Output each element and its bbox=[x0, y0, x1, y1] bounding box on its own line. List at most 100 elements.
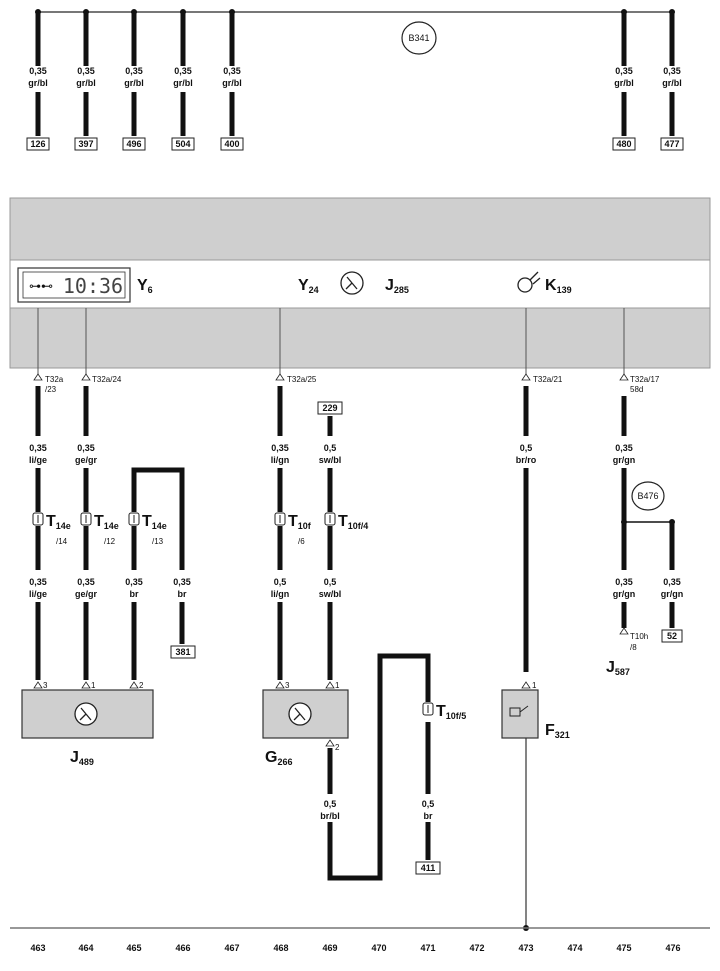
svg-text:0,35: 0,35 bbox=[271, 443, 289, 453]
svg-text:/13: /13 bbox=[152, 537, 164, 546]
svg-text:br: br bbox=[130, 589, 139, 599]
speed-gauge-icon bbox=[340, 271, 364, 295]
svg-text:gr/bl: gr/bl bbox=[173, 78, 193, 88]
svg-text:T32a/24: T32a/24 bbox=[92, 375, 122, 384]
top-wire-7: 0,35 gr/bl 477 bbox=[660, 9, 684, 151]
svg-text:T32a: T32a bbox=[45, 375, 64, 384]
svg-text:T10f/5: T10f/5 bbox=[436, 703, 466, 721]
warning-lamp-icon bbox=[517, 271, 541, 293]
svg-text:1: 1 bbox=[91, 681, 96, 690]
svg-text:0,35: 0,35 bbox=[615, 577, 633, 587]
top-wire-4: 0,35 gr/bl 504 bbox=[171, 9, 195, 151]
top-wire-1: 0,35 gr/bl 126 bbox=[26, 9, 50, 151]
svg-text:1: 1 bbox=[335, 681, 340, 690]
svg-text:T14e: T14e bbox=[46, 513, 71, 531]
svg-text:B476: B476 bbox=[637, 491, 658, 501]
svg-text:gr/bl: gr/bl bbox=[614, 78, 634, 88]
svg-text:58d: 58d bbox=[630, 385, 643, 394]
svg-text:T10f: T10f bbox=[288, 513, 312, 531]
svg-text:504: 504 bbox=[175, 139, 190, 149]
svg-text:0,35: 0,35 bbox=[223, 66, 241, 76]
wire-loop bbox=[327, 653, 431, 881]
svg-text:gr/bl: gr/bl bbox=[124, 78, 144, 88]
svg-text:br/bl: br/bl bbox=[320, 811, 340, 821]
svg-text:/12: /12 bbox=[104, 537, 116, 546]
svg-text:T10h: T10h bbox=[630, 632, 648, 641]
svg-text:T32a/21: T32a/21 bbox=[533, 375, 563, 384]
svg-text:0,35: 0,35 bbox=[173, 577, 191, 587]
label-k139: K139 bbox=[545, 277, 572, 295]
svg-text:sw/bl: sw/bl bbox=[319, 589, 342, 599]
label-g266: G266 bbox=[265, 749, 292, 767]
scale-num: 470 bbox=[371, 943, 386, 953]
svg-text:477: 477 bbox=[664, 139, 679, 149]
connector-t14e-12: T14e /12 bbox=[80, 512, 119, 546]
svg-text:0,35: 0,35 bbox=[77, 66, 95, 76]
scale-num: 476 bbox=[665, 943, 680, 953]
svg-text:126: 126 bbox=[30, 139, 45, 149]
pin-labels: T32a /23 T32a/24 T32a/25 T32a/21 T32a/17… bbox=[33, 373, 660, 394]
scale-num: 471 bbox=[420, 943, 435, 953]
lcd-icon: ⊶⊷ bbox=[29, 279, 53, 293]
svg-text:/6: /6 bbox=[298, 537, 305, 546]
svg-text:li/gn: li/gn bbox=[271, 589, 290, 599]
label-y24: Y24 bbox=[298, 277, 319, 295]
svg-text:/23: /23 bbox=[45, 385, 57, 394]
scale-num: 473 bbox=[518, 943, 533, 953]
svg-text:0,35: 0,35 bbox=[77, 577, 95, 587]
svg-text:411: 411 bbox=[421, 863, 436, 873]
connector-t10f-6: T10f /6 bbox=[274, 512, 312, 546]
svg-text:B341: B341 bbox=[408, 33, 429, 43]
svg-text:ge/gr: ge/gr bbox=[75, 455, 98, 465]
connector-t10f-5: T10f/5 bbox=[422, 702, 466, 721]
scale-num: 474 bbox=[567, 943, 582, 953]
svg-text:3: 3 bbox=[285, 681, 290, 690]
ref-381: 381 bbox=[170, 645, 196, 659]
svg-text:0,5: 0,5 bbox=[324, 799, 337, 809]
label-j285: J285 bbox=[385, 277, 409, 295]
svg-text:0,35: 0,35 bbox=[29, 577, 47, 587]
svg-text:229: 229 bbox=[322, 403, 337, 413]
splice-b476: B476 bbox=[621, 481, 675, 570]
svg-text:0,35: 0,35 bbox=[615, 66, 633, 76]
svg-text:0,35: 0,35 bbox=[77, 443, 95, 453]
top-wire-5: 0,35 gr/bl 400 bbox=[220, 9, 244, 151]
svg-text:br: br bbox=[424, 811, 433, 821]
component-g266: 3 1 2 bbox=[262, 681, 349, 752]
scale-num: 467 bbox=[224, 943, 239, 953]
label-f321: F321 bbox=[545, 722, 570, 740]
wire-labels-lower: 0,35 li/ge 0,35 ge/gr 0,35 br 0,35 br 0,… bbox=[29, 577, 683, 599]
svg-text:0,35: 0,35 bbox=[125, 66, 143, 76]
svg-text:0,35: 0,35 bbox=[615, 443, 633, 453]
ref-52: 52 bbox=[661, 629, 683, 643]
lcd-display: ⊶⊷ 10:36 bbox=[17, 267, 131, 303]
scale-num: 466 bbox=[175, 943, 190, 953]
svg-text:0,35: 0,35 bbox=[125, 577, 143, 587]
connector-t10h-8: T10h /8 bbox=[619, 627, 648, 652]
connector-t10f-4: T10f/4 bbox=[324, 512, 368, 531]
svg-text:br/ro: br/ro bbox=[516, 455, 537, 465]
top-wire-3: 0,35 gr/bl 496 bbox=[122, 9, 146, 151]
ref-229: 229 bbox=[317, 401, 343, 415]
svg-text:gr/gn: gr/gn bbox=[661, 589, 684, 599]
top-wire-2: 0,35 gr/bl 397 bbox=[74, 9, 98, 151]
svg-text:gr/bl: gr/bl bbox=[662, 78, 682, 88]
svg-text:0,5: 0,5 bbox=[324, 443, 337, 453]
svg-text:/14: /14 bbox=[56, 537, 68, 546]
svg-text:3: 3 bbox=[43, 681, 48, 690]
wire-segments-lower bbox=[35, 526, 675, 680]
wire-labels-bottom: 0,5 br/bl 0,5 br bbox=[320, 799, 434, 821]
label-y6: Y6 bbox=[137, 277, 153, 295]
svg-text:T10f/4: T10f/4 bbox=[338, 513, 368, 531]
scale-num: 472 bbox=[469, 943, 484, 953]
svg-text:/8: /8 bbox=[630, 643, 637, 652]
scale-num: 475 bbox=[616, 943, 631, 953]
component-j489: 3 1 2 bbox=[21, 681, 154, 739]
svg-text:496: 496 bbox=[126, 139, 141, 149]
svg-text:400: 400 bbox=[224, 139, 239, 149]
top-wire-6: 0,35 gr/bl 480 bbox=[612, 9, 636, 151]
scale-num: 469 bbox=[322, 943, 337, 953]
svg-text:0,35: 0,35 bbox=[663, 577, 681, 587]
